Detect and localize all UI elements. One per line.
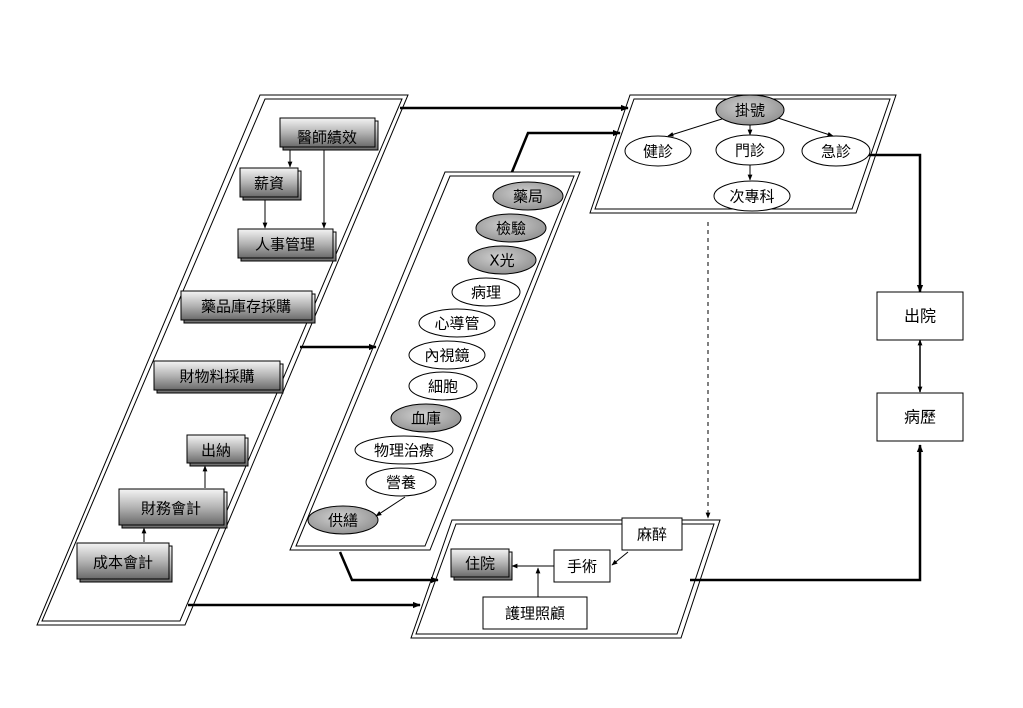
department-panel	[289, 171, 581, 551]
department-physical-therapy-label: 物理治療	[374, 442, 434, 460]
department-endoscopy-node: 內視鏡	[408, 340, 486, 370]
department-supply-node: 供繕	[307, 505, 379, 535]
outpatient-internal-arrows	[667, 117, 834, 181]
admission-label: 住院	[465, 555, 495, 573]
department-physical-therapy-node: 物理治療	[354, 435, 454, 465]
anesthesia-label: 麻醉	[637, 526, 667, 544]
department-cytology-node: 細胞	[408, 371, 478, 401]
nursing-box: 護理照顧	[482, 596, 588, 630]
personnel-box: 人事管理	[237, 228, 337, 262]
clinic-label: 門診	[735, 142, 765, 160]
outpatient-panel	[589, 94, 897, 214]
discharge-box: 出院	[876, 291, 964, 341]
nursing-label: 護理照顧	[505, 605, 565, 623]
salary-label: 薪資	[254, 175, 284, 193]
registration-node: 掛號	[715, 94, 785, 126]
health-check-node: 健診	[624, 135, 692, 167]
arrow-inpatient-to-record	[690, 444, 924, 582]
financial-accounting-box: 財務會計	[118, 488, 228, 529]
drug-inventory-label: 藥品庫存採購	[201, 298, 291, 316]
materials-box: 財物料採購	[153, 360, 284, 394]
discharge-label: 出院	[904, 307, 936, 326]
drug-inventory-box: 藥品庫存採購	[180, 290, 316, 324]
department-laboratory-node: 檢驗	[475, 213, 547, 243]
cashier-label: 出納	[201, 442, 231, 460]
arrow-outpatient-to-discharge	[868, 153, 924, 293]
cost-accounting-label: 成本會計	[93, 554, 153, 572]
surgery-label: 手術	[567, 558, 597, 576]
medical-record-box: 病歷	[876, 392, 964, 442]
inpatient-internal-arrows	[511, 551, 629, 597]
anesthesia-box: 麻醉	[621, 517, 683, 551]
department-xray-label: X光	[489, 252, 514, 270]
department-cytology-label: 細胞	[428, 378, 458, 396]
department-nutrition-node: 營養	[365, 467, 437, 497]
personnel-label: 人事管理	[255, 236, 315, 254]
department-catheterization-label: 心導管	[434, 315, 479, 333]
financial-accounting-label: 財務會計	[141, 500, 201, 518]
health-check-label: 健診	[643, 143, 673, 161]
department-laboratory-label: 檢驗	[496, 220, 526, 238]
admin-panel	[36, 94, 409, 626]
doctor-performance-label: 醫師績效	[297, 129, 357, 147]
panel-connectors	[188, 104, 924, 609]
cost-accounting-box: 成本會計	[76, 542, 173, 583]
department-xray-node: X光	[467, 245, 537, 275]
department-nutrition-label: 營養	[386, 474, 416, 492]
admission-box: 住院	[450, 548, 513, 581]
department-pathology-label: 病理	[471, 284, 501, 302]
arrow-department-to-inpatient	[338, 551, 439, 584]
department-catheterization-node: 心導管	[418, 308, 496, 338]
emergency-label: 急診	[821, 143, 851, 161]
medical-record-label: 病歷	[904, 408, 936, 427]
department-blood-bank-node: 血庫	[390, 403, 462, 433]
cashier-box: 出納	[186, 434, 249, 467]
clinic-node: 門診	[715, 134, 785, 166]
doctor-performance-box: 醫師績效	[279, 117, 379, 151]
department-endoscopy-label: 內視鏡	[424, 347, 469, 365]
department-pathology-node: 病理	[451, 277, 521, 307]
surgery-box: 手術	[553, 549, 611, 583]
salary-box: 薪資	[239, 167, 302, 201]
arrow-department-to-outpatient	[510, 129, 621, 173]
arrow-nutrition-to-supply	[375, 496, 406, 517]
specialty-label: 次專科	[729, 188, 774, 206]
specialty-node: 次專科	[713, 180, 791, 212]
materials-label: 財物料採購	[179, 368, 254, 386]
emergency-node: 急診	[801, 135, 871, 167]
department-supply-label: 供繕	[328, 512, 358, 530]
admin-internal-arrows	[141, 150, 327, 542]
registration-label: 掛號	[735, 102, 765, 120]
department-pharmacy-label: 藥局	[513, 188, 543, 206]
department-pharmacy-node: 藥局	[492, 181, 564, 211]
department-blood-bank-label: 血庫	[411, 410, 441, 428]
